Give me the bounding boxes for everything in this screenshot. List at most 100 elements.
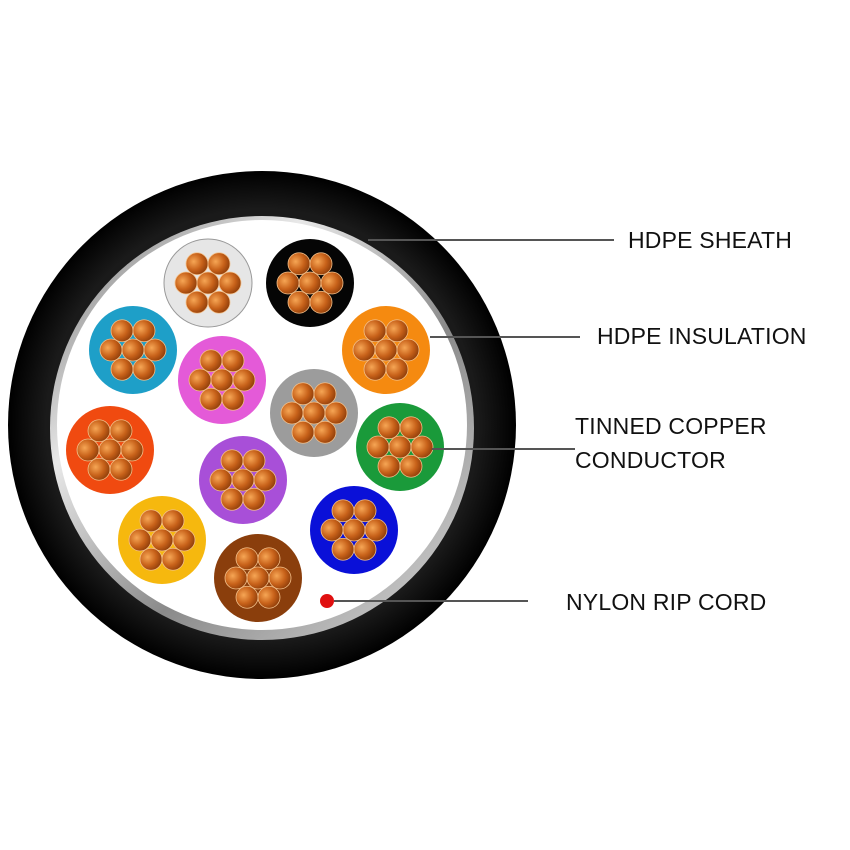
copper-strand — [324, 401, 348, 425]
copper-strand — [363, 357, 387, 381]
copper-strand — [174, 271, 198, 295]
copper-strand — [235, 547, 259, 571]
copper-strand — [87, 419, 111, 443]
core-grey — [270, 369, 358, 457]
copper-strand — [221, 387, 245, 411]
core-yellow — [118, 496, 206, 584]
copper-strand — [120, 438, 144, 462]
copper-strand — [309, 290, 333, 314]
copper-strand — [388, 435, 412, 459]
copper-strand — [363, 319, 387, 343]
copper-strand — [132, 319, 156, 343]
copper-strand — [352, 338, 376, 362]
copper-strand — [246, 566, 270, 590]
copper-strand — [87, 457, 111, 481]
copper-strand — [185, 290, 209, 314]
copper-strand — [377, 416, 401, 440]
copper-strand — [185, 252, 209, 276]
copper-strand — [207, 290, 231, 314]
copper-strand — [242, 487, 266, 511]
copper-strand — [257, 585, 281, 609]
copper-strand — [235, 585, 259, 609]
cores-group — [66, 238, 444, 622]
copper-strand — [364, 518, 388, 542]
copper-strand — [132, 357, 156, 381]
label-conductor: CONDUCTOR — [575, 447, 726, 473]
copper-strand — [302, 401, 326, 425]
copper-strand — [331, 537, 355, 561]
copper-strand — [188, 368, 212, 392]
copper-strand — [331, 499, 355, 523]
copper-strand — [257, 547, 281, 571]
copper-strand — [342, 518, 366, 542]
core-brown — [214, 534, 302, 622]
copper-strand — [109, 419, 133, 443]
copper-strand — [353, 537, 377, 561]
copper-strand — [385, 319, 409, 343]
copper-strand — [399, 416, 423, 440]
copper-strand — [410, 435, 434, 459]
copper-strand — [110, 319, 134, 343]
copper-strand — [298, 271, 322, 295]
copper-strand — [287, 290, 311, 314]
copper-strand — [366, 435, 390, 459]
label-hdpe-sheath: HDPE SHEATH — [628, 227, 793, 253]
label-nylon-rip-cord: NYLON RIP CORD — [566, 589, 767, 615]
core-white — [163, 238, 253, 328]
copper-strand — [161, 547, 185, 571]
copper-strand — [109, 457, 133, 481]
copper-strand — [218, 271, 242, 295]
copper-strand — [128, 528, 152, 552]
copper-strand — [313, 382, 337, 406]
copper-strand — [220, 487, 244, 511]
copper-strand — [291, 382, 315, 406]
core-turquoise — [89, 306, 177, 394]
copper-strand — [396, 338, 420, 362]
core-black — [266, 239, 354, 327]
copper-strand — [287, 252, 311, 276]
copper-strand — [121, 338, 145, 362]
copper-strand — [210, 368, 234, 392]
copper-strand — [110, 357, 134, 381]
copper-strand — [242, 449, 266, 473]
copper-strand — [99, 338, 123, 362]
copper-strand — [385, 357, 409, 381]
copper-strand — [232, 368, 256, 392]
copper-strand — [143, 338, 167, 362]
copper-strand — [199, 349, 223, 373]
copper-strand — [199, 387, 223, 411]
copper-strand — [209, 468, 233, 492]
core-pink — [178, 336, 266, 424]
copper-strand — [291, 420, 315, 444]
copper-strand — [280, 401, 304, 425]
copper-strand — [276, 271, 300, 295]
rip-cord-dot — [320, 594, 334, 608]
copper-strand — [196, 271, 220, 295]
label-tinned-copper: TINNED COPPER — [575, 413, 767, 439]
core-green — [356, 403, 444, 491]
copper-strand — [161, 509, 185, 533]
copper-strand — [253, 468, 277, 492]
copper-strand — [76, 438, 100, 462]
copper-strand — [374, 338, 398, 362]
copper-strand — [139, 509, 163, 533]
copper-strand — [309, 252, 333, 276]
copper-strand — [224, 566, 248, 590]
copper-strand — [207, 252, 231, 276]
copper-strand — [172, 528, 196, 552]
copper-strand — [399, 454, 423, 478]
copper-strand — [220, 449, 244, 473]
copper-strand — [231, 468, 255, 492]
copper-strand — [139, 547, 163, 571]
copper-strand — [268, 566, 292, 590]
copper-strand — [98, 438, 122, 462]
copper-strand — [353, 499, 377, 523]
core-orange — [342, 306, 430, 394]
copper-strand — [221, 349, 245, 373]
core-violet — [199, 436, 287, 524]
copper-strand — [150, 528, 174, 552]
copper-strand — [320, 271, 344, 295]
copper-strand — [320, 518, 344, 542]
copper-strand — [377, 454, 401, 478]
